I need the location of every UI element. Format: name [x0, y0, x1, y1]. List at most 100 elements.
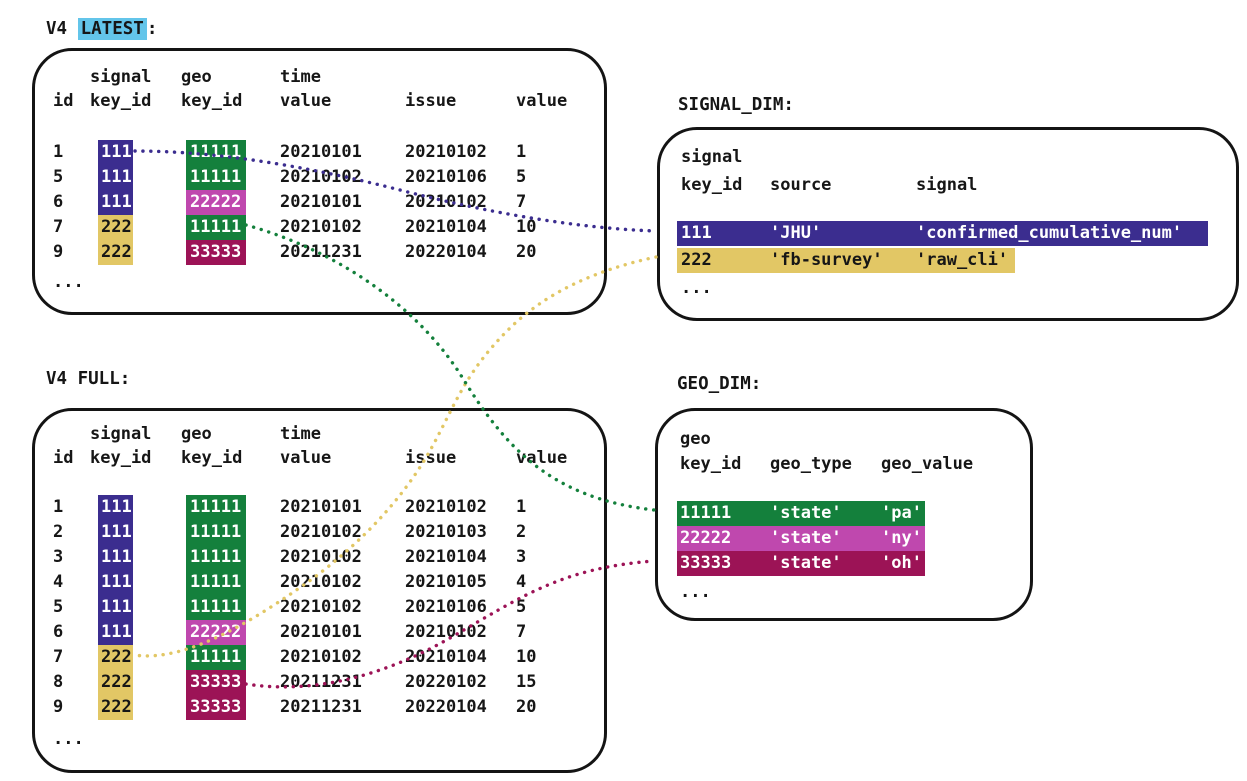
cell-time-value: 20210102	[280, 647, 362, 667]
cell-issue: 20210104	[405, 217, 487, 237]
ellipsis: ...	[53, 729, 84, 749]
cell-id: 3	[53, 547, 64, 567]
signal-dim-title: SIGNAL_DIM:	[678, 95, 794, 115]
cell-id: 6	[53, 622, 64, 642]
cell-value: 5	[516, 597, 527, 617]
cell-geo-type: 'state'	[770, 503, 842, 523]
header-geo: geo	[181, 424, 212, 444]
cell-signal-key-id: 111	[98, 620, 133, 645]
cell-issue: 20210105	[405, 572, 487, 592]
cell-signal-key-id: 222	[98, 670, 133, 695]
table-row: 3 111 11111 20210102 20210104 3	[35, 545, 604, 570]
cell-issue: 20220104	[405, 242, 487, 262]
table-row: 5 111 11111 20210102 20210106 5	[35, 595, 604, 620]
header-geo-key-id: key_id	[181, 448, 243, 468]
header-geo-type: geo_type	[770, 454, 852, 474]
cell-issue: 20210102	[405, 192, 487, 212]
header-geo: geo	[680, 429, 711, 449]
ellipsis: ...	[681, 278, 712, 298]
cell-time-value: 20211231	[280, 697, 362, 717]
header-time-value: value	[280, 91, 332, 111]
cell-signal-key-id: 111	[98, 520, 133, 545]
table-row: 1 111 11111 20210101 20210102 1	[35, 495, 604, 520]
cell-geo-value: 'oh'	[881, 553, 922, 573]
table-row: 33333 'state' 'oh'	[677, 551, 925, 576]
cell-value: 10	[516, 647, 537, 667]
table-row: 6 111 22222 20210101 20210102 7	[35, 190, 604, 215]
table-row: 4 111 11111 20210102 20210105 4	[35, 570, 604, 595]
header-signal-key-id: key_id	[90, 448, 152, 468]
cell-key-id: 222	[681, 250, 712, 270]
header-signal: signal	[681, 147, 743, 167]
table-row: 7 222 11111 20210102 20210104 10	[35, 215, 604, 240]
cell-id: 2	[53, 522, 64, 542]
cell-geo-key-id: 33333	[186, 240, 246, 265]
cell-value: 5	[516, 167, 527, 187]
cell-issue: 20220104	[405, 697, 487, 717]
cell-signal-key-id: 222	[98, 645, 133, 670]
cell-issue: 20210106	[405, 597, 487, 617]
cell-id: 7	[53, 647, 64, 667]
table-row: 9 222 33333 20211231 20220104 20	[35, 695, 604, 720]
cell-issue: 20210103	[405, 522, 487, 542]
cell-signal-key-id: 222	[98, 695, 133, 720]
cell-signal-key-id: 222	[98, 215, 133, 240]
cell-geo-key-id: 11111	[186, 595, 246, 620]
v4-full-title: V4 FULL:	[46, 369, 131, 389]
cell-signal-key-id: 111	[98, 165, 133, 190]
header-id: id	[53, 91, 74, 111]
header-geo-value: geo_value	[881, 454, 974, 474]
cell-geo-key-id: 11111	[186, 545, 246, 570]
table-row: 9 222 33333 20211231 20220104 20	[35, 240, 604, 265]
cell-value: 20	[516, 242, 537, 262]
cell-time-value: 20210102	[280, 547, 362, 567]
cell-geo-key-id: 11111	[186, 520, 246, 545]
cell-time-value: 20210102	[280, 522, 362, 542]
cell-geo-key-id: 22222	[186, 620, 246, 645]
cell-signal-key-id: 222	[98, 240, 133, 265]
cell-signal: 'confirmed_cumulative_num'	[916, 223, 1183, 243]
v4-full-table: signal geo time id key_id key_id value i…	[32, 408, 607, 773]
v4-latest-title-colon: :	[146, 19, 158, 39]
cell-key-id: 33333	[680, 553, 732, 573]
header-issue: issue	[405, 91, 457, 111]
cell-issue: 20210104	[405, 647, 487, 667]
cell-id: 5	[53, 167, 64, 187]
header-signal-name: signal	[916, 175, 978, 195]
table-row: 5 111 11111 20210102 20210106 5	[35, 165, 604, 190]
cell-issue: 20210104	[405, 547, 487, 567]
header-time: time	[280, 67, 321, 87]
ellipsis: ...	[53, 272, 84, 292]
v4-latest-title-prefix: V4	[46, 19, 78, 39]
cell-value: 20	[516, 697, 537, 717]
header-signal: signal	[90, 67, 152, 87]
cell-id: 1	[53, 142, 64, 162]
cell-time-value: 20211231	[280, 672, 362, 692]
cell-id: 9	[53, 242, 64, 262]
cell-geo-value: 'ny'	[881, 528, 922, 548]
table-row: 1 111 11111 20210101 20210102 1	[35, 140, 604, 165]
table-row: 11111 'state' 'pa'	[677, 501, 925, 526]
table-row: 2 111 11111 20210102 20210103 2	[35, 520, 604, 545]
cell-geo-key-id: 11111	[186, 140, 246, 165]
cell-geo-type: 'state'	[770, 553, 842, 573]
geo-dim-table: geo key_id geo_type geo_value 11111 'sta…	[655, 408, 1033, 621]
cell-value: 1	[516, 497, 527, 517]
cell-geo-key-id: 33333	[186, 695, 246, 720]
cell-time-value: 20210102	[280, 217, 362, 237]
table-row: 7 222 11111 20210102 20210104 10	[35, 645, 604, 670]
cell-issue: 20210106	[405, 167, 487, 187]
cell-issue: 20210102	[405, 497, 487, 517]
table-row: 222 'fb-survey' 'raw_cli'	[677, 248, 1015, 273]
geo-dim-title: GEO_DIM:	[677, 374, 762, 394]
header-value: value	[516, 91, 568, 111]
cell-geo-key-id: 11111	[186, 645, 246, 670]
cell-key-id: 111	[681, 223, 712, 243]
v4-latest-title: V4 LATEST:	[46, 17, 157, 42]
table-row: 22222 'state' 'ny'	[677, 526, 925, 551]
header-geo-key-id: key_id	[181, 91, 243, 111]
header-geo-key-id: key_id	[680, 454, 742, 474]
cell-geo-key-id: 22222	[186, 190, 246, 215]
cell-value: 2	[516, 522, 527, 542]
cell-value: 15	[516, 672, 537, 692]
